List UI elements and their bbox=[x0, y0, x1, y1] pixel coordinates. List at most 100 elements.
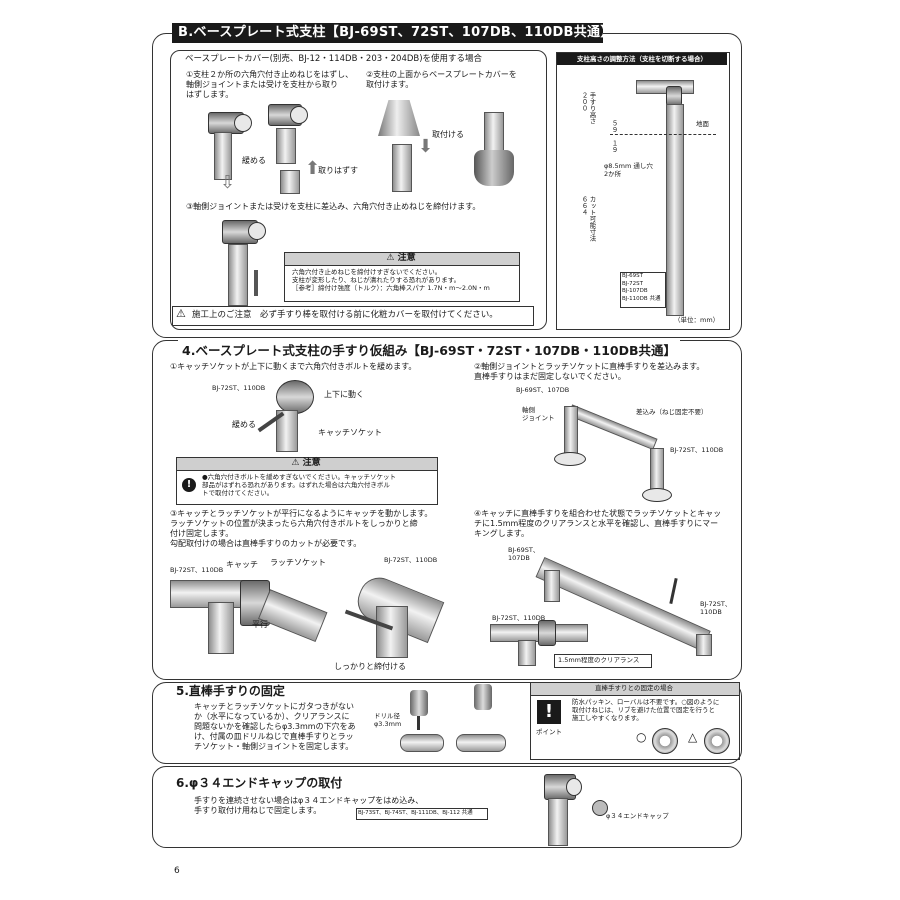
section-6-body: 手すりを連続させない場合はφ３４エンドキャップをはめ込み、 手すり取付け用ねじで… bbox=[194, 796, 424, 815]
label-updown: 上下に動く bbox=[324, 390, 364, 399]
section-b-title: B.ベースプレート式支柱【BJ-69ST、72ST、107DB、110DB共通】… bbox=[172, 23, 603, 43]
cover-subsection-frame bbox=[170, 50, 547, 330]
base-cover-installed bbox=[474, 150, 514, 186]
step-4-4-model-a: BJ-69ST、 107DB bbox=[508, 546, 540, 562]
step-b2-text: ②支柱の上面からベースプレートカバーを 取付けます。 bbox=[366, 70, 517, 89]
step-4-4-model-c: BJ-72ST、110DB bbox=[492, 614, 546, 622]
rib-section-good-icon bbox=[652, 728, 678, 754]
section-6-frame bbox=[152, 766, 742, 848]
drill-label: ドリル径 φ3.3mm bbox=[374, 712, 402, 728]
step-4-1-text: ①キャッチソケットが上下に動くまで六角穴付きボルトを緩めます。 bbox=[170, 362, 417, 371]
label-catch-socket: キャッチソケット bbox=[318, 428, 382, 437]
notice-title-4: ⚠ 注意 bbox=[291, 458, 321, 468]
step-4-4-model-b: BJ-72ST、 110DB bbox=[700, 600, 732, 616]
step-4-2-text: ②軸側ジョイントとラッチソケットに直棒手すりを差込みます。 直棒手すりはまだ固定… bbox=[474, 362, 705, 381]
joint-end-icon-2 bbox=[290, 106, 308, 124]
base-plate-4-2a bbox=[554, 452, 586, 466]
caution-bar-icon: ⚠ bbox=[176, 307, 186, 320]
rib-section-fair-icon bbox=[704, 728, 730, 754]
label-tighten: しっかりと締付ける bbox=[334, 662, 406, 671]
height-dim-59: ５９ bbox=[610, 120, 618, 133]
joint-end-icon-3 bbox=[248, 222, 266, 240]
end-cap-label: φ３４エンドキャップ bbox=[606, 812, 669, 820]
caution-bar bbox=[172, 306, 534, 326]
post-4-4a bbox=[544, 570, 560, 602]
section-4-title: 4.ベースプレート式支柱の手すり仮組み【BJ-69ST・72ST・107DB・1… bbox=[178, 340, 681, 359]
catch-socket-illustration bbox=[276, 380, 314, 414]
post-illustration-4 bbox=[392, 144, 412, 192]
step-4-3-model-2: BJ-72ST、110DB bbox=[384, 556, 438, 564]
height-cut-dim: カット可能寸法 ６６４ bbox=[580, 196, 596, 242]
notice-title-b: ⚠ 注意 bbox=[386, 253, 416, 263]
label-clearance: 1.5mm程度のクリアランス bbox=[558, 656, 640, 664]
latch-socket-4-4 bbox=[538, 620, 556, 646]
post-4-4b bbox=[696, 634, 712, 656]
post-illustration-2 bbox=[276, 128, 296, 164]
joint-end-icon bbox=[234, 114, 252, 132]
handrail-5b bbox=[456, 734, 506, 752]
end-cap-icon bbox=[592, 800, 608, 816]
post-4-1 bbox=[276, 410, 298, 452]
height-dim-handrail: 手すり高さ ２００ bbox=[580, 92, 596, 125]
hex-key-icon bbox=[254, 270, 258, 296]
notice-header-4 bbox=[176, 457, 438, 471]
notice-header-b bbox=[284, 252, 520, 266]
page-number: 6 bbox=[174, 866, 180, 876]
height-hole-label: φ8.5mm 通し穴 2か所 bbox=[604, 162, 653, 178]
post-illustration bbox=[214, 132, 232, 180]
step-4-2-model-a: BJ-69ST、107DB bbox=[516, 386, 570, 394]
step-4-3-model: BJ-72ST、110DB bbox=[170, 566, 224, 574]
height-unit: （単位：mm） bbox=[674, 316, 720, 324]
point-label: ポイント bbox=[536, 728, 562, 736]
section-5-body: キャッチとラッチソケットにガタつきがない か（水平になっているか）、クリアランス… bbox=[194, 702, 356, 751]
height-dim-19: １９ bbox=[610, 140, 618, 153]
arrow-down-icon: ⬇ bbox=[418, 136, 434, 157]
point-body: 防水パッキン、ローバルは不要です。○図のように 取付けねじは、リブを避けた位置で… bbox=[572, 698, 720, 722]
post-illustration-6 bbox=[228, 244, 248, 306]
exclamation-icon: ! bbox=[182, 478, 196, 492]
arrow-icon: ⇩ bbox=[220, 172, 236, 193]
post-4-3b bbox=[376, 606, 408, 658]
post-6 bbox=[548, 798, 568, 846]
notice-title-4-text: 注意 bbox=[302, 458, 321, 468]
label-remove: 取りはずす bbox=[318, 166, 358, 175]
label-attach: 取付ける bbox=[432, 130, 464, 139]
height-ground-label: 地面 bbox=[696, 120, 709, 128]
section-6-title: 6.φ３４エンドキャップの取付 bbox=[176, 776, 343, 790]
notice-title-b-text: 注意 bbox=[397, 253, 416, 263]
label-insert: 差込み（ねじ固定不要） bbox=[636, 408, 708, 416]
mark-good: ○ bbox=[636, 730, 647, 744]
handrail-5a bbox=[400, 734, 444, 752]
drill-icon bbox=[410, 690, 428, 716]
clearance-label-box bbox=[554, 654, 652, 668]
step-b1-text: ①支柱２か所の六角穴付き止めねじをはずし、 軸側ジョイントまたは受けを支柱から取… bbox=[186, 70, 354, 99]
drill-icon-2 bbox=[474, 684, 492, 710]
label-parallel: 平行 bbox=[252, 620, 268, 629]
post-4-2a bbox=[564, 406, 578, 458]
section-5-frame bbox=[152, 682, 742, 764]
height-handrail bbox=[636, 80, 694, 94]
mark-fair: △ bbox=[688, 730, 698, 744]
label-latch-socket: ラッチソケット bbox=[270, 558, 326, 567]
step-4-1-model: BJ-72ST、110DB bbox=[212, 384, 266, 392]
height-panel-title: 支柱高さの調整方法（支柱を切断する場合） bbox=[557, 53, 727, 65]
height-models-box bbox=[620, 272, 666, 308]
label-loosen: 緩める bbox=[242, 156, 266, 165]
step-b3-text: ③軸側ジョイントまたは受けを支柱に差込み、六角穴付き止めねじを締付けます。 bbox=[186, 202, 481, 211]
step-4-4-text: ④キャッチに直棒手すりを組合わせた状態でラッチソケットとキャッ チに1.5mm程… bbox=[474, 509, 722, 538]
base-plate-4-2b bbox=[642, 488, 672, 502]
height-joint bbox=[666, 86, 682, 106]
end-cap-joint-end bbox=[566, 778, 582, 796]
height-models: BJ-69ST BJ-72ST BJ-107DB BJ-110DB 共通 bbox=[622, 273, 661, 302]
step-4-3-text: ③キャッチとラッチソケットが平行になるようにキャッチを動かします。 ラッチソケッ… bbox=[170, 509, 433, 548]
post-4-3 bbox=[208, 602, 234, 654]
height-panel bbox=[556, 52, 730, 330]
label-loosen-4: 緩める bbox=[232, 420, 256, 429]
section-5-title: 5.直棒手すりの固定 bbox=[176, 684, 285, 698]
cover-subtitle: ベースプレートカバー(別売、BJ-12・114DB・203・204DB)を使用す… bbox=[182, 54, 486, 64]
point-exclamation-icon: ! bbox=[537, 700, 561, 724]
ground-line bbox=[610, 134, 716, 135]
post-4-4c bbox=[518, 640, 536, 666]
caution-bar-text: 施工上のご注意 必ず手すり棒を取付ける前に化粧カバーを取付けてください。 bbox=[192, 310, 498, 320]
point-title: 直棒手すりとの固定の場合 bbox=[595, 684, 673, 692]
